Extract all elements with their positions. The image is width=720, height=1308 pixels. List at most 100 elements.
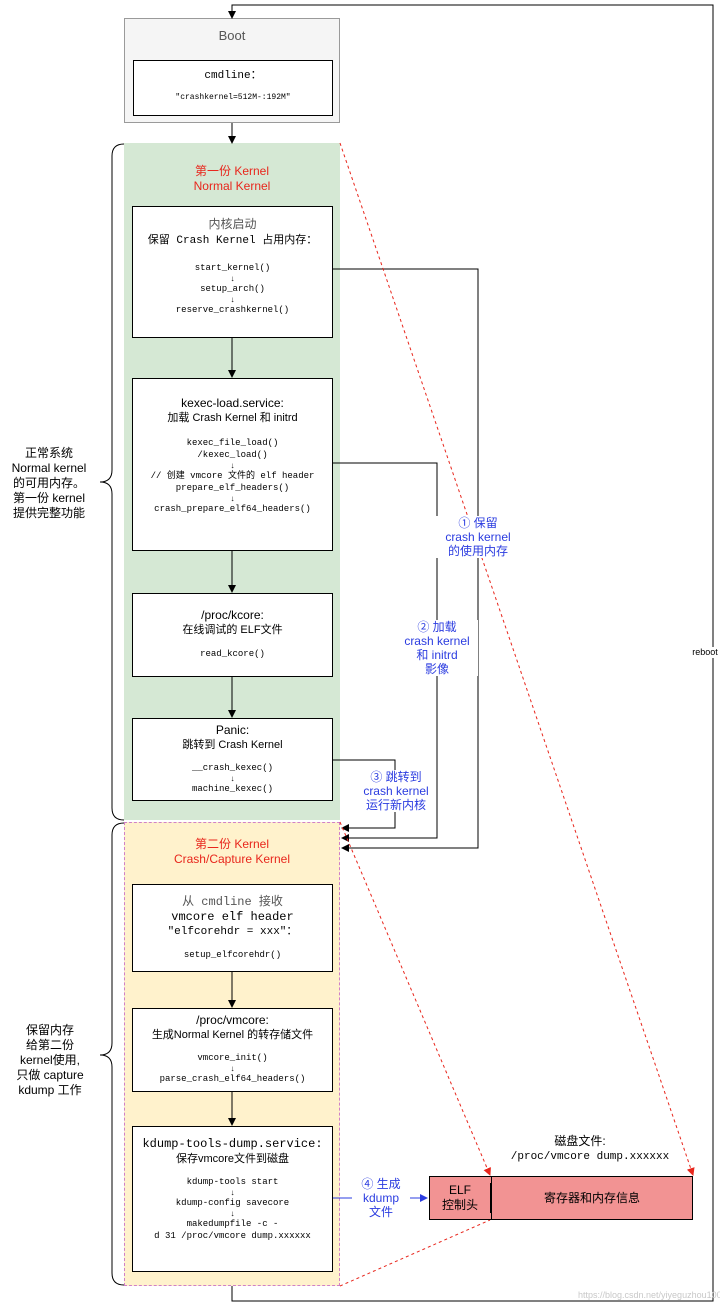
elf-line: 控制头 [441,1198,478,1212]
down-arrow-icon: ↓ [230,274,235,283]
boot-region: Boot cmdline： "crashkernel=512M-:192M" [124,18,340,123]
cmdline-label: cmdline： [204,70,262,82]
label-line: 的使用内存 [447,544,508,558]
setup-elfcorehdr: setup_elfcorehdr() [183,950,282,960]
kdump-tools-subheading: 保存vmcore文件到磁盘 [175,1153,290,1165]
label-jump: ③ 跳转到 crash kernel 运行新内核 [356,770,436,812]
proc-kcore-box[interactable]: /proc/kcore: 在线调试的 ELF文件 read_kcore() [132,593,333,677]
label-line: ② 加载 [417,620,457,634]
register-memory-segment: 寄存器和内存信息 [543,1191,640,1205]
step-start-kernel: start_kernel() [194,263,271,273]
label-line: 运行新内核 [365,798,426,812]
label-generate: ④ 生成 kdump 文件 [352,1177,410,1219]
map-kernel2-bottom-to-disk [339,1219,491,1287]
reserved-memory-note: 保留内存 给第二份 kernel使用, 只做 capture kdump 工作 [2,1023,98,1098]
note-line: 只做 capture [16,1068,84,1082]
elf-line: ELF [448,1183,471,1197]
edge-reserve [333,268,479,852]
kdump-tools-dump-box[interactable]: kdump-tools-dump.service: 保存vmcore文件到磁盘 … [132,1126,333,1272]
cmdline-value: "crashkernel=512M-:192M" [175,93,291,102]
kexec-load-box[interactable]: kexec-load.service: 加载 Crash Kernel 和 in… [132,378,333,551]
label-line: ③ 跳转到 [370,770,422,784]
brace-reserved [99,822,125,1286]
elf-header-segment: ELF 控制头 [430,1183,491,1213]
label-line: 影像 [424,662,449,676]
label-line: crash kernel [404,634,470,648]
down-arrow-icon: ↓ [230,774,235,783]
crash-prepare-elf64-headers: crash_prepare_elf64_headers() [154,504,311,514]
label-line: crash kernel [445,530,511,544]
label-reserve: ① 保留 crash kernel 的使用内存 [436,516,520,558]
step-kdump-tools-start: kdump-tools start [186,1177,279,1187]
disk-file-block[interactable]: ELF 控制头 寄存器和内存信息 [429,1176,693,1220]
makedumpfile-line2: d 31 /proc/vmcore dump.xxxxxx [154,1231,311,1241]
kexec-file-load: kexec_file_load() [186,438,279,448]
note-line: 提供完整功能 [12,506,85,520]
label-line: kdump [362,1191,400,1205]
panic-box[interactable]: Panic: 跳转到 Crash Kernel __crash_kexec() … [132,718,333,801]
down-arrow-icon: ↓ [230,494,235,503]
note-line: kdump 工作 [18,1083,82,1097]
kexec-load-call: /kexec_load() [197,450,268,460]
makedumpfile-line1: makedumpfile -c - [186,1219,279,1229]
panic-subheading: 跳转到 Crash Kernel [182,739,283,751]
note-line: 给第二份 [25,1038,74,1052]
segment-divider [491,1176,492,1220]
read-kcore: read_kcore() [200,649,265,659]
step-setup-arch: setup_arch() [200,284,265,294]
label-load: ② 加载 crash kernel 和 initrd 影像 [396,620,478,676]
map-kernel2-top-to-disk [339,821,491,1176]
elfcorehdr-line1: 从 cmdline 接收 [182,895,283,909]
down-arrow-icon: ↓ [230,1209,235,1218]
note-line: 的可用内存。 [12,476,85,490]
note-line: 保留内存 [25,1023,74,1037]
map-kernel1-to-disk [339,142,695,1176]
proc-vmcore-box[interactable]: /proc/vmcore: 生成Normal Kernel 的转存储文件 vmc… [132,1008,333,1092]
vmcore-init: vmcore_init() [197,1053,268,1063]
label-line: crash kernel [363,784,429,798]
kernel-startup-box[interactable]: 内核启动 保留 Crash Kernel 占用内存： start_kernel(… [132,206,333,338]
proc-kcore-subheading: 在线调试的 ELF文件 [182,624,283,636]
disk-caption: 磁盘文件: [554,1134,606,1148]
step-crash-kexec: __crash_kexec() [191,763,273,773]
label-line: 和 initrd [416,648,458,662]
cmdline-box[interactable]: cmdline： "crashkernel=512M-:192M" [133,60,333,116]
note-line: Normal kernel [11,461,87,475]
note-line: 第一份 kernel [12,491,86,505]
proc-vmcore-heading: /proc/vmcore: [196,1013,269,1027]
watermark: https://blog.csdn.net/yiyeguzhou100 [578,1290,720,1300]
label-line: ④ 生成 [361,1177,401,1191]
note-line: kernel使用, [19,1053,81,1067]
down-arrow-icon: ↓ [230,1188,235,1197]
kernel-startup-subheading: 保留 Crash Kernel 占用内存： [147,235,318,247]
normal-memory-note: 正常系统 Normal kernel 的可用内存。 第一份 kernel 提供完… [0,446,98,521]
proc-kcore-heading: /proc/kcore: [201,608,264,622]
down-arrow-icon: ↓ [230,1064,235,1073]
panic-heading: Panic: [215,723,250,737]
elfcorehdr-box[interactable]: 从 cmdline 接收 vmcore elf header "elfcoreh… [132,884,333,972]
elfcorehdr-line2: vmcore elf header [171,910,294,924]
parse-crash-elf64-headers: parse_crash_elf64_headers() [159,1074,306,1084]
label-line: ① 保留 [458,516,498,530]
down-arrow-icon: ↓ [230,295,235,304]
kexec-load-subheading: 加载 Crash Kernel 和 initrd [167,412,298,424]
step-machine-kexec: machine_kexec() [191,784,273,794]
second-kernel-title-cn: 第二份 Kernel [194,837,270,851]
first-kernel-title-cn: 第一份 Kernel [194,164,270,178]
step-reserve-crashkernel: reserve_crashkernel() [175,305,290,315]
kernel-startup-heading: 内核启动 [208,217,257,231]
kexec-load-heading: kexec-load.service: [181,396,284,410]
disk-filename: /proc/vmcore dump.xxxxxx [510,1151,670,1163]
down-arrow-icon: ↓ [230,461,235,470]
elfcorehdr-line3: "elfcorehdr = xxx"： [167,926,298,938]
kdump-tools-heading: kdump-tools-dump.service: [142,1137,323,1151]
note-line: 正常系统 [24,446,73,460]
prepare-elf-headers: prepare_elf_headers() [175,483,290,493]
proc-vmcore-subheading: 生成Normal Kernel 的转存储文件 [151,1029,314,1041]
boot-title: Boot [218,28,246,43]
step-kdump-config-savecore: kdump-config savecore [175,1198,290,1208]
brace-normal [99,143,125,821]
second-kernel-title-en: Crash/Capture Kernel [173,852,291,866]
label-line: 文件 [368,1205,393,1219]
